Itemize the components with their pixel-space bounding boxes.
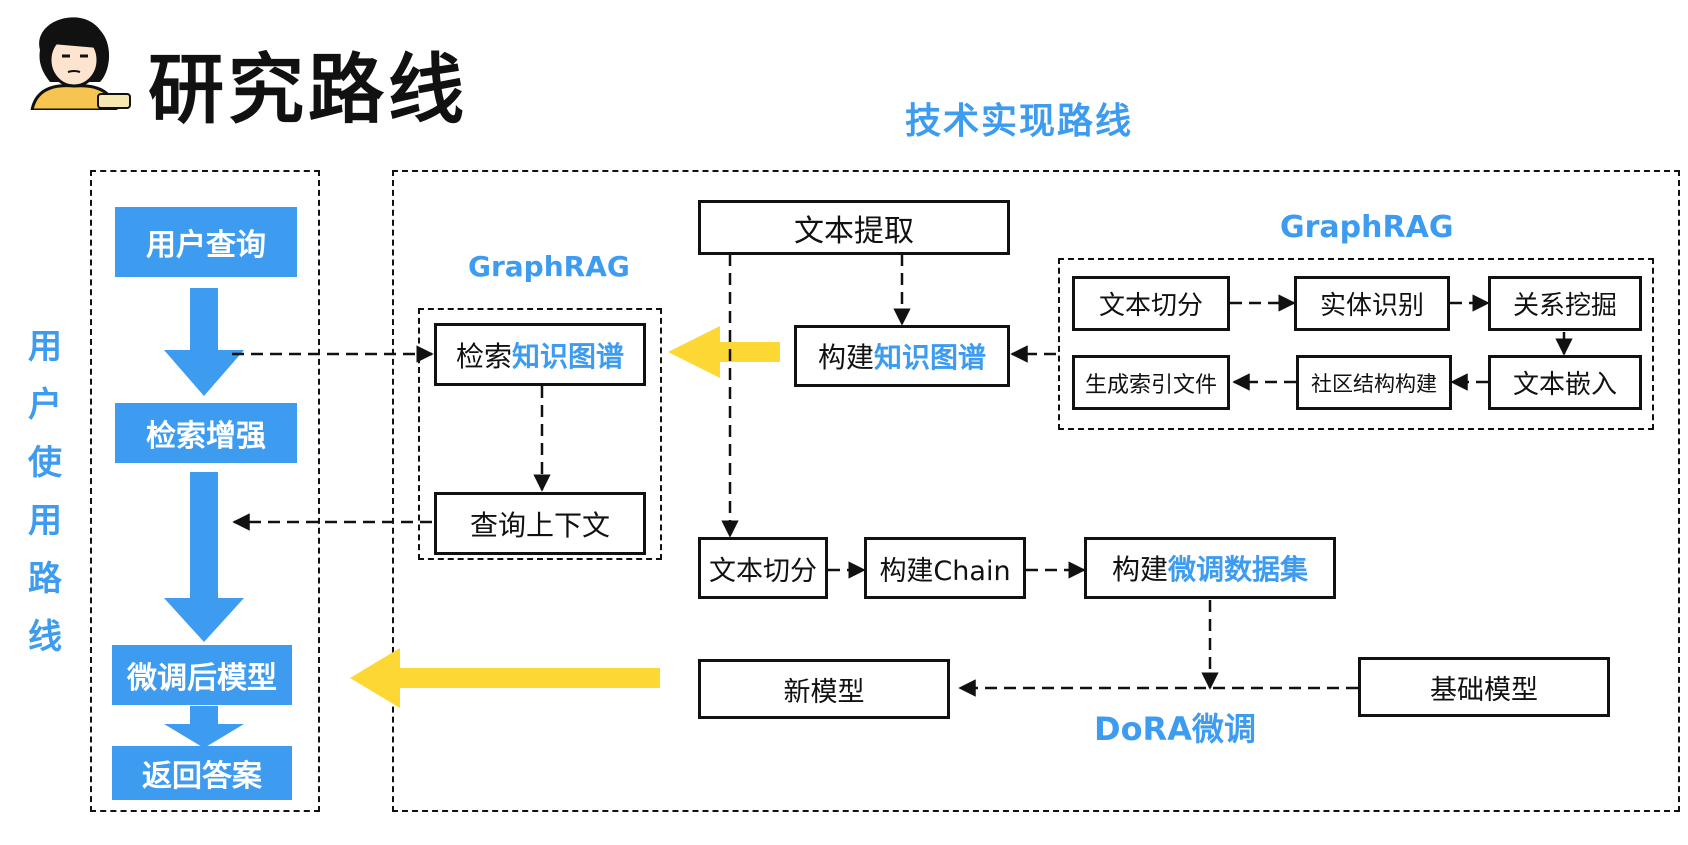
flow-arrow-2	[164, 472, 244, 642]
user-flow-arrows	[164, 288, 244, 748]
vertical-label-char: 用	[28, 327, 62, 367]
dora-finetune-label: DoRA微调	[1094, 710, 1256, 748]
step-user-query: 用户查询	[115, 207, 297, 277]
base-model-box: 基础模型	[1358, 657, 1610, 717]
yellow-arrow-model	[350, 648, 660, 708]
yellow-arrow-kg	[668, 326, 780, 378]
step-finetuned-model: 微调后模型	[112, 645, 292, 705]
graphrag-index-frame	[1058, 258, 1654, 430]
graphrag-query-frame	[418, 308, 662, 560]
build-dataset-prefix: 构建	[1111, 553, 1168, 586]
vertical-label-char: 用	[28, 501, 62, 541]
community-structure-box: 社区结构构建	[1296, 355, 1452, 410]
user-usage-vertical-label: 用 户 使 用 路 线	[20, 318, 70, 666]
step-retrieval-enhance: 检索增强	[115, 403, 297, 463]
build-kg-box: 构建知识图谱	[794, 325, 1010, 387]
yellow-arrows	[350, 326, 780, 708]
mascot-icon	[22, 10, 132, 112]
flow-arrow-3	[164, 706, 244, 748]
relation-mining-box: 关系挖掘	[1488, 276, 1642, 331]
generate-index-file-box: 生成索引文件	[1072, 355, 1230, 410]
vertical-label-char: 线	[28, 617, 62, 657]
text-extract-box: 文本提取	[698, 200, 1010, 255]
query-context-box: 查询上下文	[434, 492, 646, 555]
build-kg-highlight: 知识图谱	[874, 341, 987, 374]
flow-arrow-1	[164, 288, 244, 396]
build-chain-box: 构建Chain	[864, 537, 1026, 599]
page-title: 研究路线	[148, 45, 468, 134]
vertical-label-char: 路	[28, 559, 62, 599]
search-kg-highlight: 知识图谱	[512, 339, 625, 373]
user-flow-frame	[90, 170, 320, 812]
new-model-box: 新模型	[698, 659, 950, 719]
search-kg-prefix: 检索	[455, 339, 512, 373]
build-dataset-highlight: 微调数据集	[1168, 553, 1309, 586]
step-return-answer: 返回答案	[112, 746, 292, 800]
vertical-label-char: 户	[28, 385, 62, 425]
text-embedding-box: 文本嵌入	[1488, 355, 1642, 410]
index-text-split-box: 文本切分	[1072, 276, 1230, 331]
graphrag-index-label: GraphRAG	[1280, 210, 1454, 245]
vertical-label-char: 使	[28, 443, 62, 483]
entity-recognition-box: 实体识别	[1294, 276, 1450, 331]
tech-frame	[392, 170, 1680, 812]
build-kg-prefix: 构建	[817, 341, 874, 374]
graphrag-query-label: GraphRAG	[468, 250, 630, 283]
section-subtitle: 技术实现路线	[905, 101, 1134, 142]
search-kg-box: 检索知识图谱	[434, 323, 646, 386]
center-text-split-box: 文本切分	[698, 537, 828, 599]
build-dataset-box: 构建微调数据集	[1084, 537, 1336, 599]
